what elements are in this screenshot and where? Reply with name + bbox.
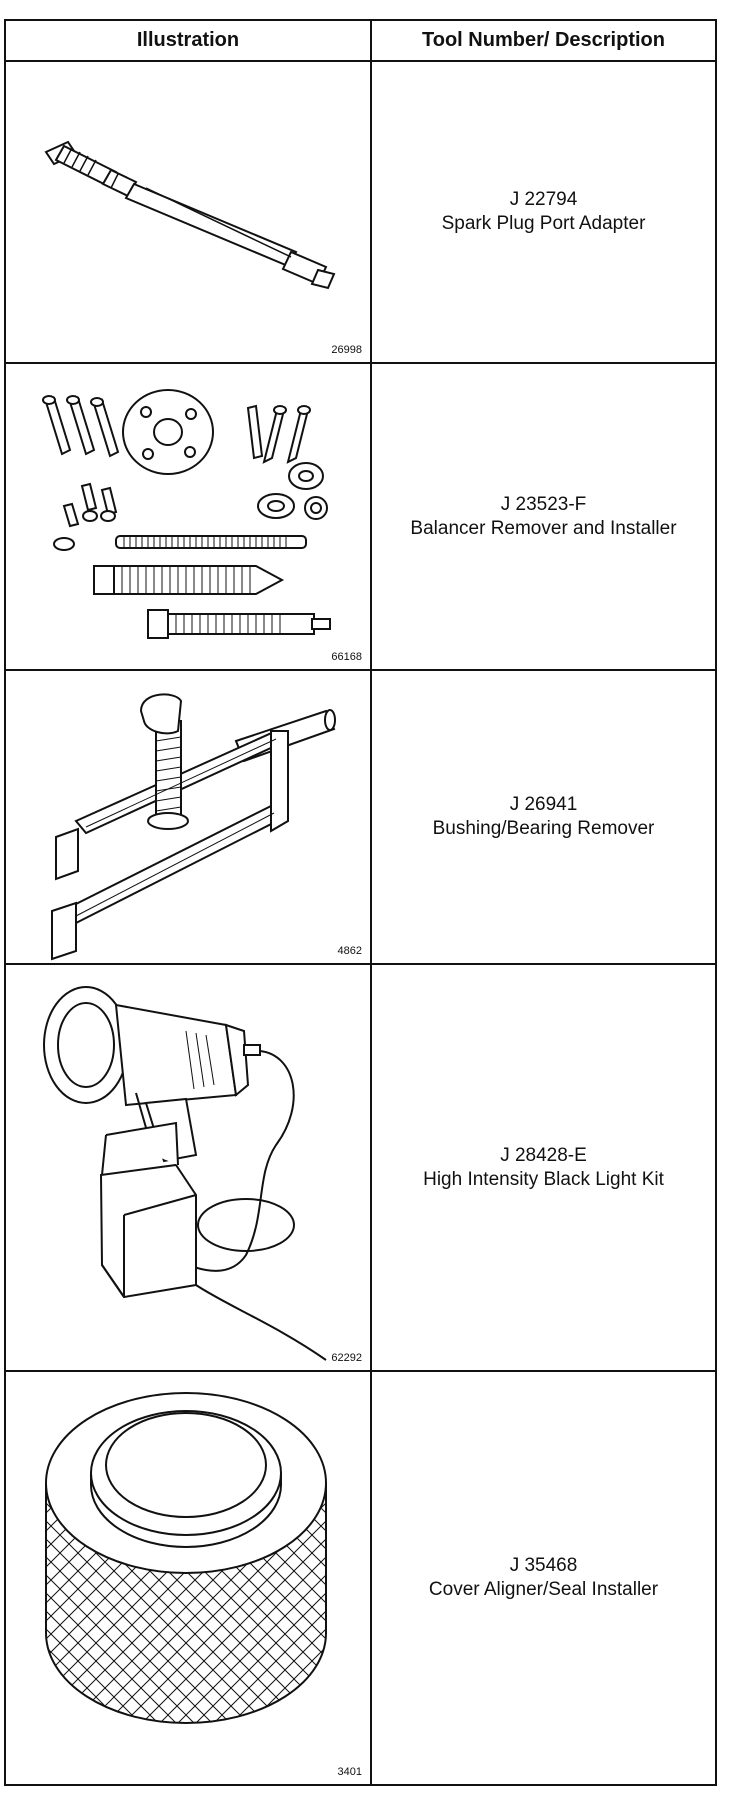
tool-description: High Intensity Black Light Kit [423,1168,664,1190]
tool-description-cell: J 23523-F Balancer Remover and Installer [372,364,715,669]
special-tools-table: Illustration Tool Number/ Description [4,19,717,1786]
table-row: 62292 J 28428-E High Intensity Black Lig… [6,965,715,1372]
illustration-cell: 3401 [6,1372,372,1784]
illustration-column-header: Illustration [6,21,372,60]
tool-description-cell: J 26941 Bushing/Bearing Remover [372,671,715,963]
table-row: 4862 J 26941 Bushing/Bearing Remover [6,671,715,965]
black-light-kit-illustration [6,965,370,1370]
cover-aligner-seal-installer-illustration [6,1372,370,1784]
tool-description-cell: J 35468 Cover Aligner/Seal Installer [372,1372,715,1784]
tool-number: J 35468 [509,1555,578,1576]
illustration-cell: 66168 [6,364,372,669]
table-row: 66168 J 23523-F Balancer Remover and Ins… [6,364,715,671]
tool-description-cell: J 28428-E High Intensity Black Light Kit [372,965,715,1370]
tool-description: Spark Plug Port Adapter [441,213,646,234]
illustration-cell: 26998 [6,62,372,362]
table-row: 26998 J 22794 Spark Plug Port Adapter [6,62,715,364]
tool-number: J 28428-E [500,1144,587,1166]
table-row: 3401 J 35468 Cover Aligner/Seal Installe… [6,1372,715,1784]
illustration-cell: 4862 [6,671,372,963]
figure-number: 66168 [331,651,362,663]
spark-plug-port-adapter-illustration [6,62,370,362]
tool-description: Balancer Remover and Installer [410,517,677,539]
illustration-cell: 62292 [6,965,372,1370]
tool-description: Cover Aligner/Seal Installer [428,1579,659,1600]
bushing-bearing-remover-illustration [6,671,370,963]
tool-description-cell: J 22794 Spark Plug Port Adapter [372,62,715,362]
figure-number: 4862 [337,945,362,957]
tool-number: J 22794 [509,189,578,210]
figure-number: 26998 [331,344,362,356]
tool-number: J 26941 [509,794,578,815]
table-header: Illustration Tool Number/ Description [6,21,715,62]
description-column-header: Tool Number/ Description [422,29,665,51]
figure-number: 62292 [331,1352,362,1364]
balancer-remover-installer-illustration [6,364,370,669]
tool-description: Bushing/Bearing Remover [432,818,655,839]
figure-number: 3401 [337,1766,362,1778]
tool-number: J 23523-F [500,493,587,515]
